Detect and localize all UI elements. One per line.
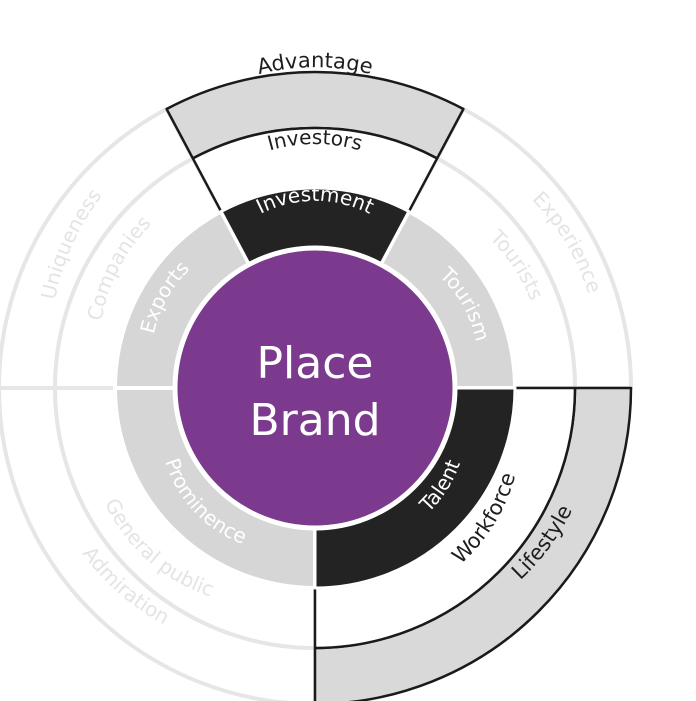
place-brand-core [172,245,458,531]
center-title-line2: Brand [249,395,380,446]
center-title-line1: Place [257,338,374,389]
